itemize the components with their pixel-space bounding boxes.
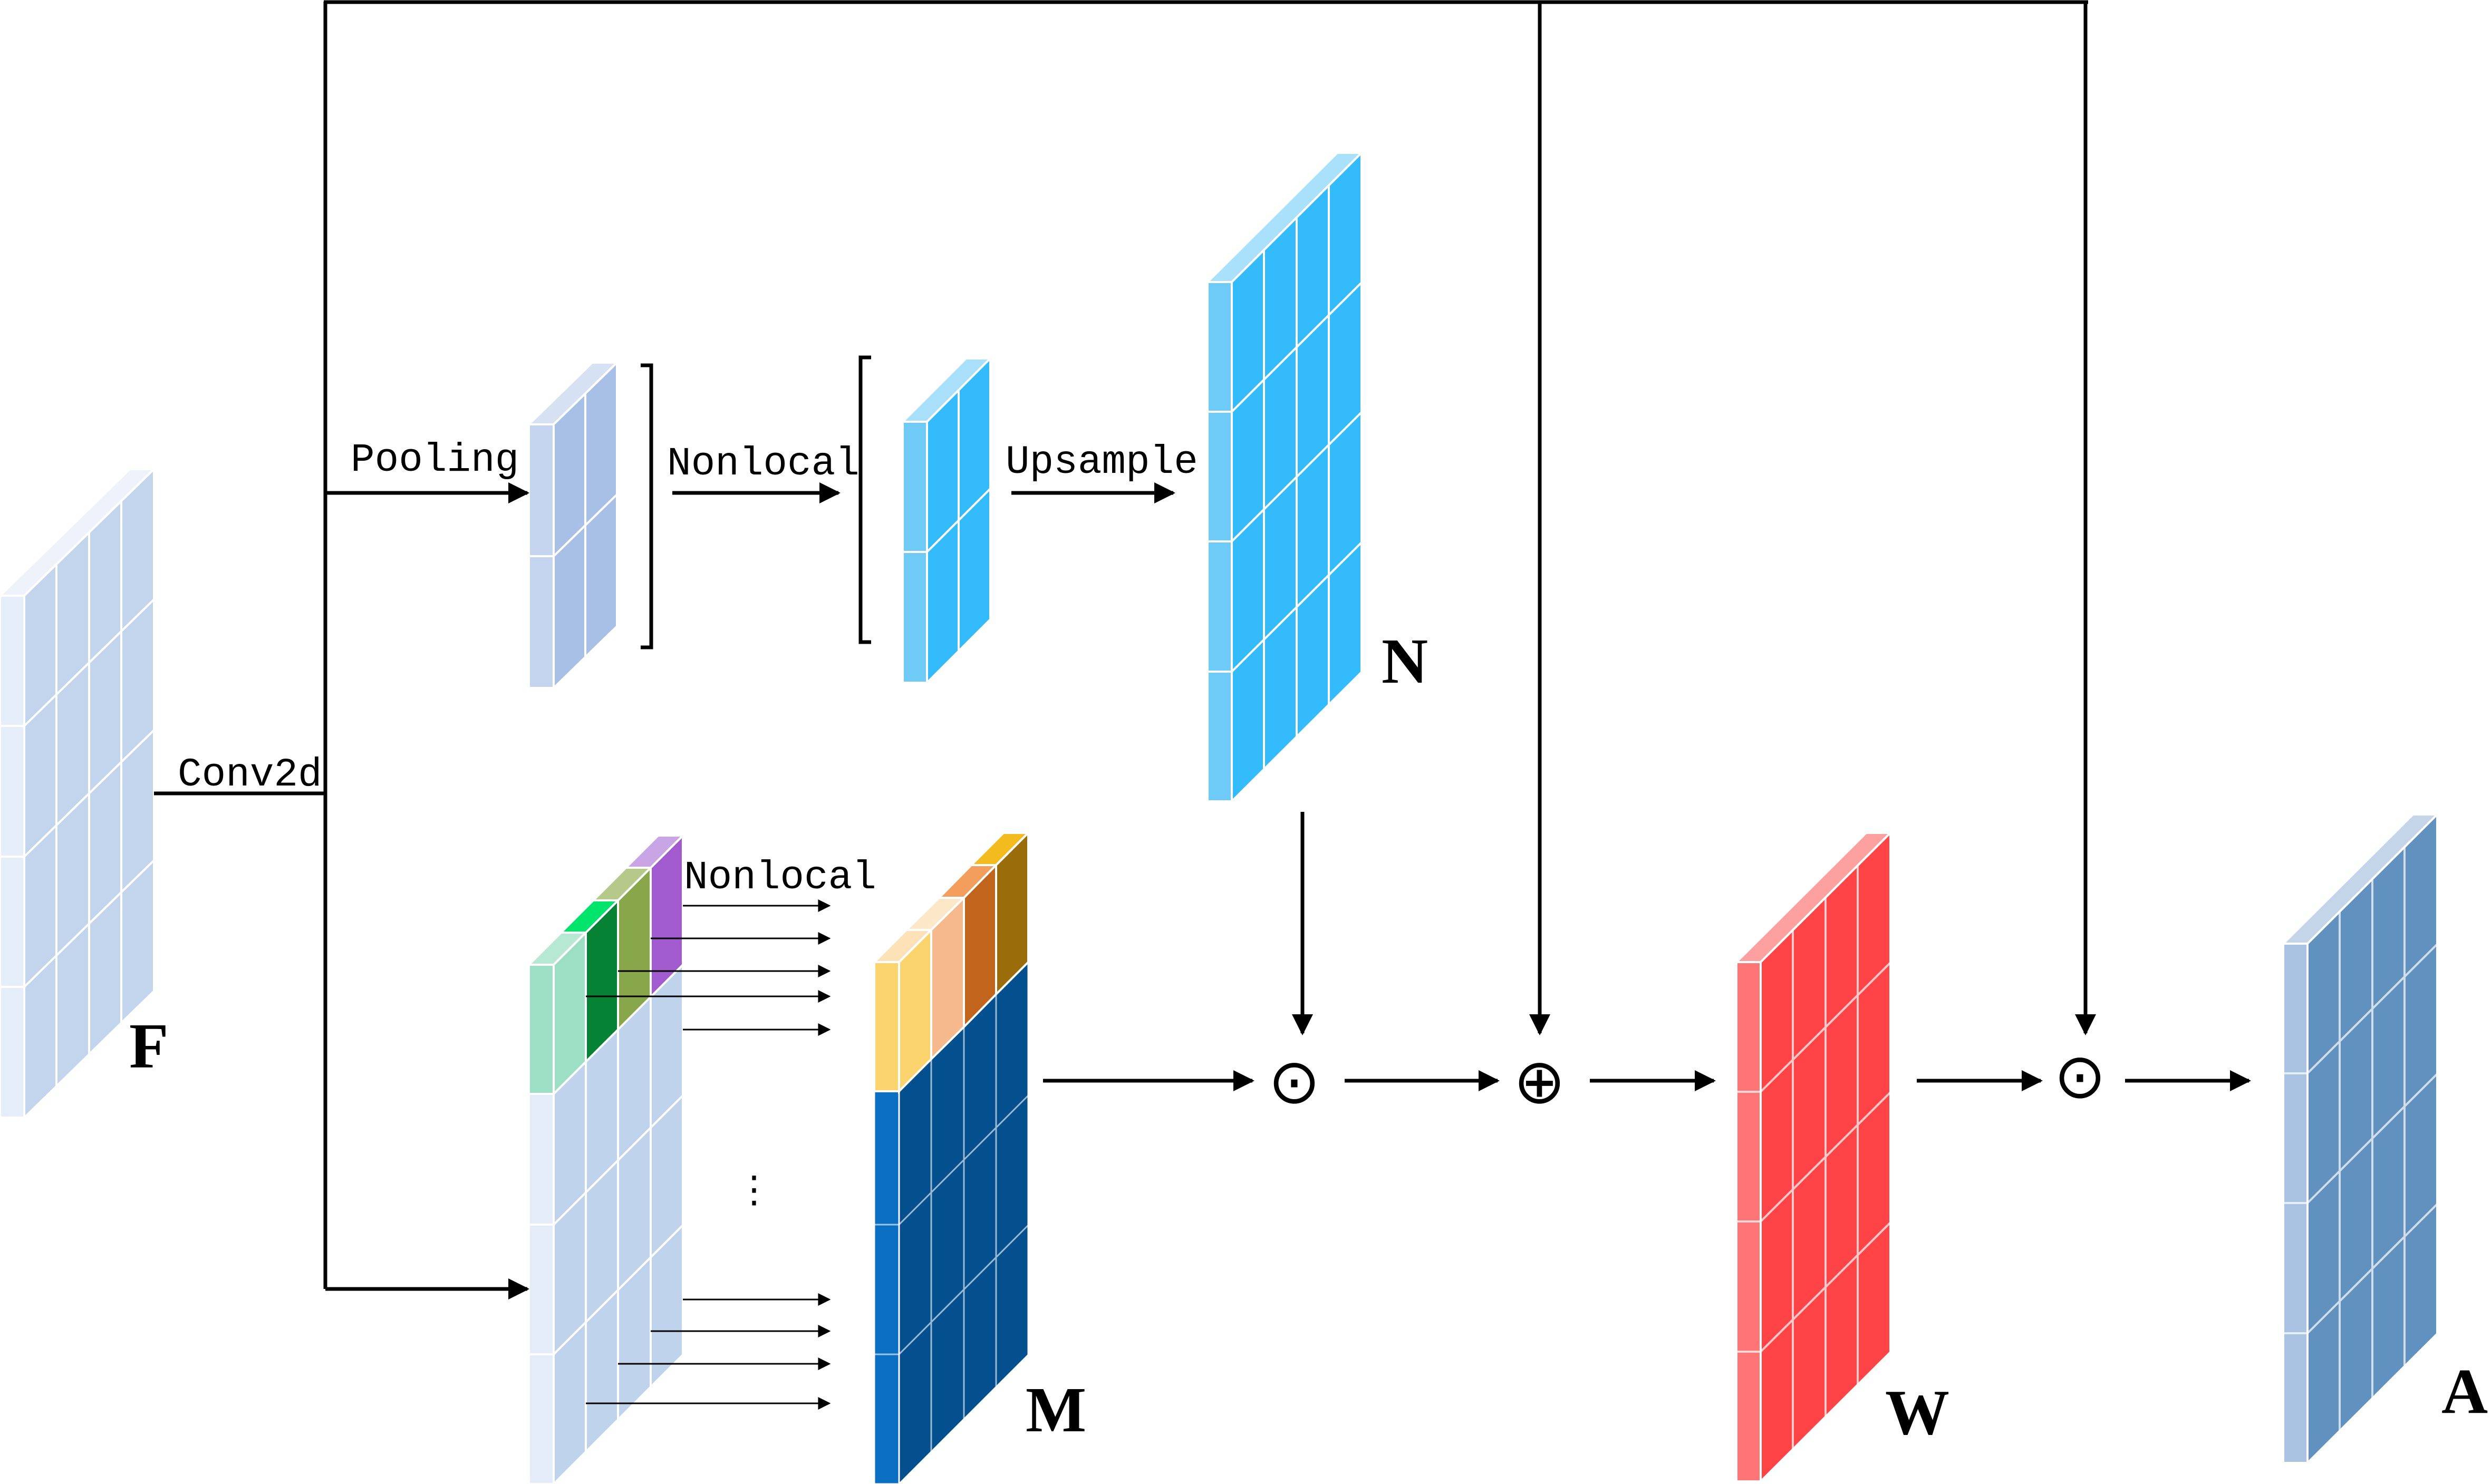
label-M: M — [1026, 1374, 1086, 1446]
label-nonlocal-bottom: Nonlocal — [684, 855, 876, 900]
tensor-F — [0, 467, 157, 1120]
nonlocal-small-arrows-bottom — [586, 1293, 831, 1410]
label-nonlocal-top: Nonlocal — [667, 441, 860, 487]
tensor-nonlocal-small — [900, 356, 993, 685]
tensor-A — [2281, 812, 2440, 1466]
tensor-M — [872, 830, 1031, 1484]
highlight-column-front — [528, 964, 555, 1095]
tensor-N — [1205, 150, 1364, 804]
nonlocal-small-arrows-top — [586, 899, 831, 1036]
vertical-ellipsis: ⋮ — [736, 1168, 773, 1211]
bracket-left — [858, 355, 871, 644]
label-W: W — [1885, 1377, 1949, 1448]
label-conv2d: Conv2d — [178, 752, 322, 798]
label-N: N — [1382, 626, 1428, 697]
odot-operator-2: ⊙ — [2054, 1040, 2106, 1112]
label-upsample: Upsample — [1006, 440, 1198, 485]
label-pooling: Pooling — [351, 438, 519, 483]
label-F: F — [129, 1011, 169, 1082]
label-A: A — [2441, 1356, 2488, 1427]
oplus-operator: ⊕ — [1513, 1045, 1566, 1118]
odot-operator-1: ⊙ — [1268, 1045, 1320, 1118]
bracket-right — [641, 363, 653, 649]
tensor-M-input — [526, 833, 685, 1484]
tensor-pooled — [526, 360, 620, 691]
tensor-W — [1734, 830, 1893, 1484]
